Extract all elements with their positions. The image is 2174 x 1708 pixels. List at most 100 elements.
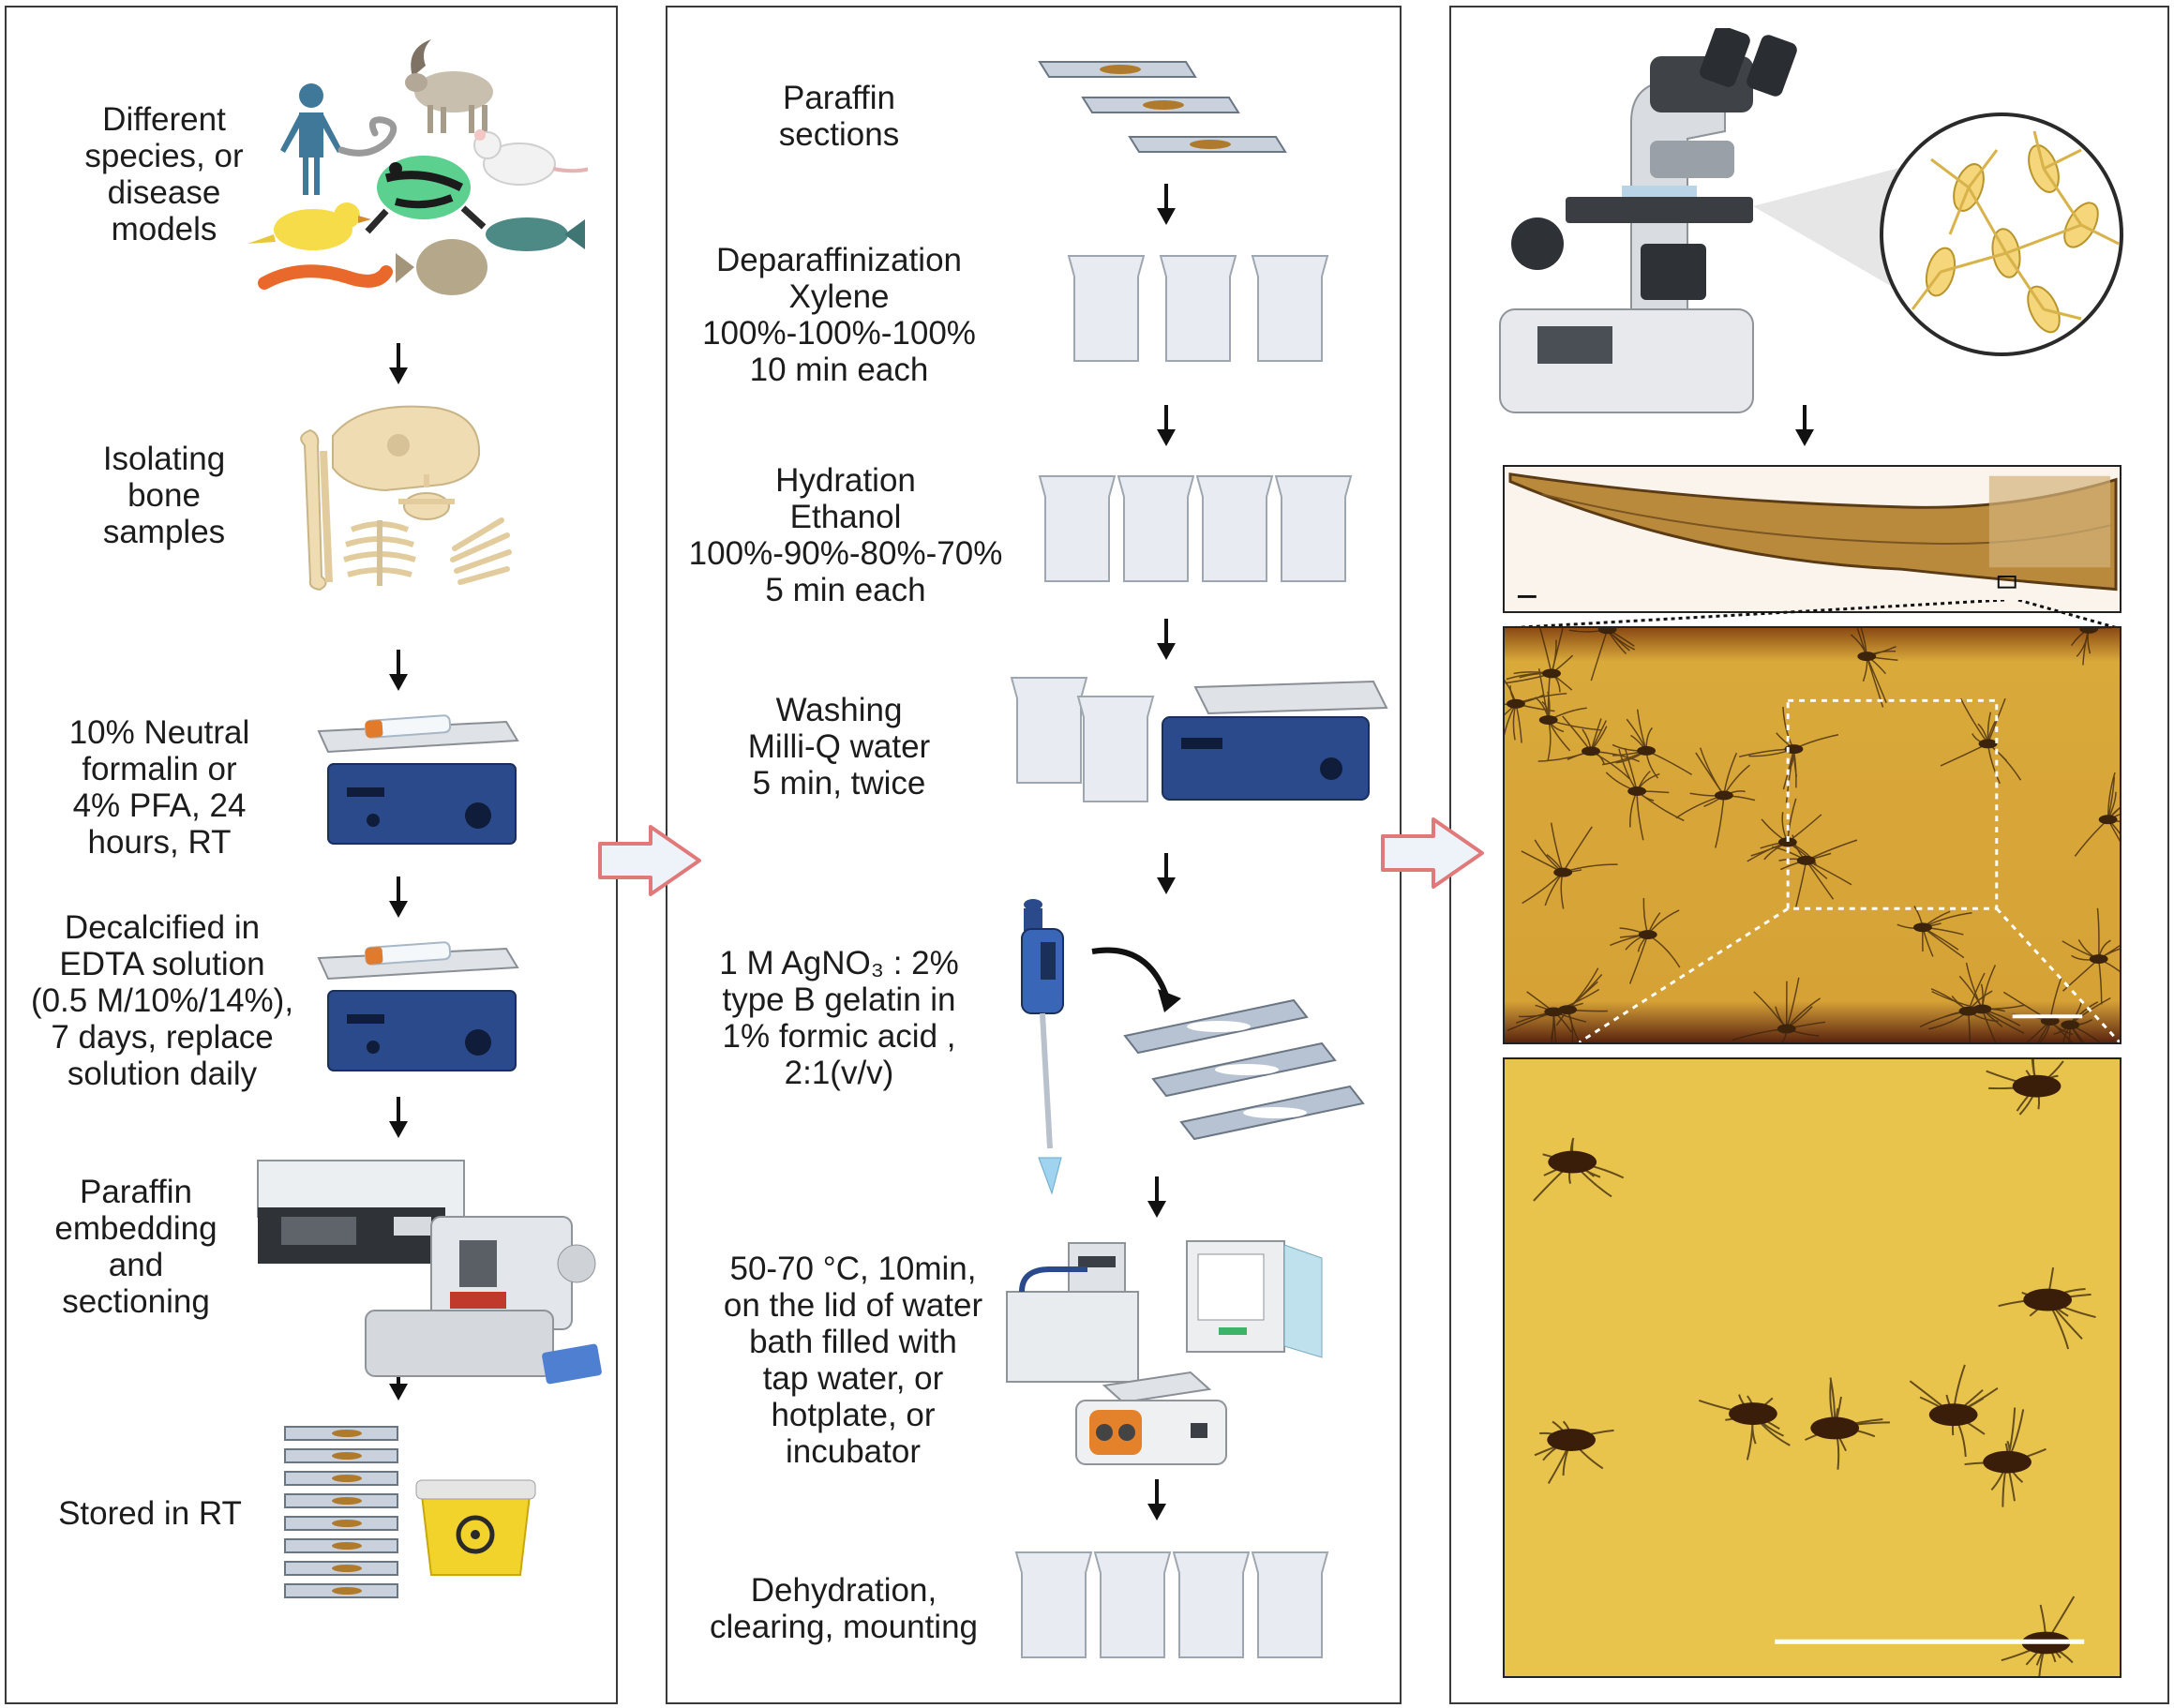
down-arrow-m3: [1155, 619, 1177, 660]
down-arrow-1: [387, 343, 410, 384]
osteocyte-lacuna: [2098, 815, 2118, 825]
microscope-icon: [1499, 28, 1797, 413]
slide-stack: [281, 1423, 403, 1615]
canaliculus: [1538, 628, 1552, 674]
newt-icon: [258, 264, 393, 290]
down-arrow-m5: [1146, 1176, 1168, 1218]
osteocyte-lacuna: [1983, 1450, 2032, 1474]
osteocyte-lacuna: [1729, 1402, 1777, 1425]
osteocyte-lacuna: [1928, 1403, 1978, 1427]
foot-bones-icon: [450, 517, 512, 585]
canaliculus: [1567, 1009, 1581, 1042]
shaker-icon: [1162, 680, 1388, 801]
fish-icon: [486, 217, 585, 251]
curved-arrow-icon: [1091, 947, 1181, 1012]
down-arrow-m4: [1155, 853, 1177, 894]
down-arrow-r1: [1793, 405, 1816, 446]
osteocyte-lacuna: [1558, 1005, 1578, 1015]
staining-jar-icon: [1076, 696, 1155, 802]
staining-jar-icon: [1093, 1551, 1172, 1658]
slide-stack-icon: [284, 1426, 398, 1598]
staining-jar-icon: [1251, 255, 1329, 362]
goat-icon: [405, 39, 493, 133]
osteocyte-lacuna: [2089, 954, 2108, 964]
down-arrow-3: [387, 876, 410, 918]
water-bath-icon: [1006, 1242, 1139, 1383]
staining-jar-icon: [1251, 1551, 1329, 1658]
down-arrow-m6: [1146, 1479, 1168, 1521]
osteocyte-lacuna: [1506, 698, 1525, 709]
microtome-icon: [365, 1216, 602, 1385]
staining-jar-icon: [1172, 1551, 1251, 1658]
canaliculus: [1866, 655, 1884, 708]
slide-icon: [1123, 998, 1309, 1055]
staining-jar-icon: [1010, 677, 1088, 784]
osteocyte-lacuna: [2040, 1016, 2060, 1026]
snake-icon: [337, 116, 397, 157]
bone-collage: [286, 398, 530, 600]
osteocyte-lacuna: [2023, 1288, 2072, 1311]
step-dehydration-label: Dehydration,clearing, mounting: [710, 1572, 978, 1645]
slide-icon: [1081, 97, 1240, 113]
vertebra-icon: [398, 474, 455, 520]
hotplate-icon: [1075, 1371, 1227, 1465]
shaker-icon: [317, 941, 519, 1071]
canaliculus: [1715, 795, 1725, 848]
down-arrow-m2: [1155, 405, 1177, 446]
shaker-2: [309, 939, 525, 1075]
dehydration-jars: [1012, 1545, 1336, 1667]
biohazard-bin-icon: [415, 1479, 536, 1576]
osteocyte-lacuna: [1637, 745, 1657, 756]
pipette-icon: [1021, 899, 1064, 1195]
down-arrow-2: [387, 650, 410, 691]
osteocyte-lacuna: [1542, 668, 1561, 679]
osteocyte-lacuna: [1857, 652, 1877, 662]
slide-icon: [1038, 61, 1197, 78]
flow-arrow-1: [598, 825, 703, 896]
embedder-icon: [257, 1160, 465, 1264]
osteocyte-lacuna: [1538, 715, 1558, 725]
slide-icon: [1151, 1041, 1337, 1098]
rat-icon: [473, 129, 588, 186]
slide-icon: [1128, 136, 1287, 153]
incubator-icon: [1186, 1240, 1323, 1358]
osteocyte-lacuna: [1777, 1024, 1796, 1034]
flow-arrow-2: [1381, 817, 1486, 889]
heating-equipment: [1003, 1236, 1331, 1470]
paraffin-slides: [1036, 54, 1294, 172]
bone-overview-micrograph: [1503, 465, 2122, 613]
osteocyte-lacuna: [1978, 739, 1998, 749]
embedding-station: [253, 1151, 609, 1390]
osteocyte-lacuna: [1796, 855, 1816, 865]
staining-jar-icon: [1195, 475, 1274, 582]
osteocyte-lacuna: [1553, 867, 1573, 877]
washing-station: [1008, 670, 1392, 811]
osteocyte-lacuna: [1547, 1429, 1596, 1451]
osteocyte-lacuna: [1638, 930, 1657, 940]
species-collage: [246, 37, 588, 309]
skull-icon: [332, 405, 481, 492]
shaker-1: [309, 712, 525, 848]
osteocyte-lacuna: [2079, 628, 2099, 634]
osteocyte-lacuna: [1972, 1004, 1992, 1014]
osteocyte-lacuna: [1597, 628, 1617, 635]
ribcage-icon: [343, 520, 416, 586]
staining-jar-icon: [1014, 1551, 1093, 1658]
staining-jar-icon: [1274, 475, 1353, 582]
staining-jar-icon: [1117, 475, 1195, 582]
down-arrow-m1: [1155, 184, 1177, 225]
ethanol-jars: [1036, 469, 1359, 591]
bone-mid-micrograph: [1503, 626, 2122, 1044]
bone-zoom-micrograph: [1503, 1057, 2122, 1678]
osteocyte-lacuna: [1777, 837, 1797, 847]
